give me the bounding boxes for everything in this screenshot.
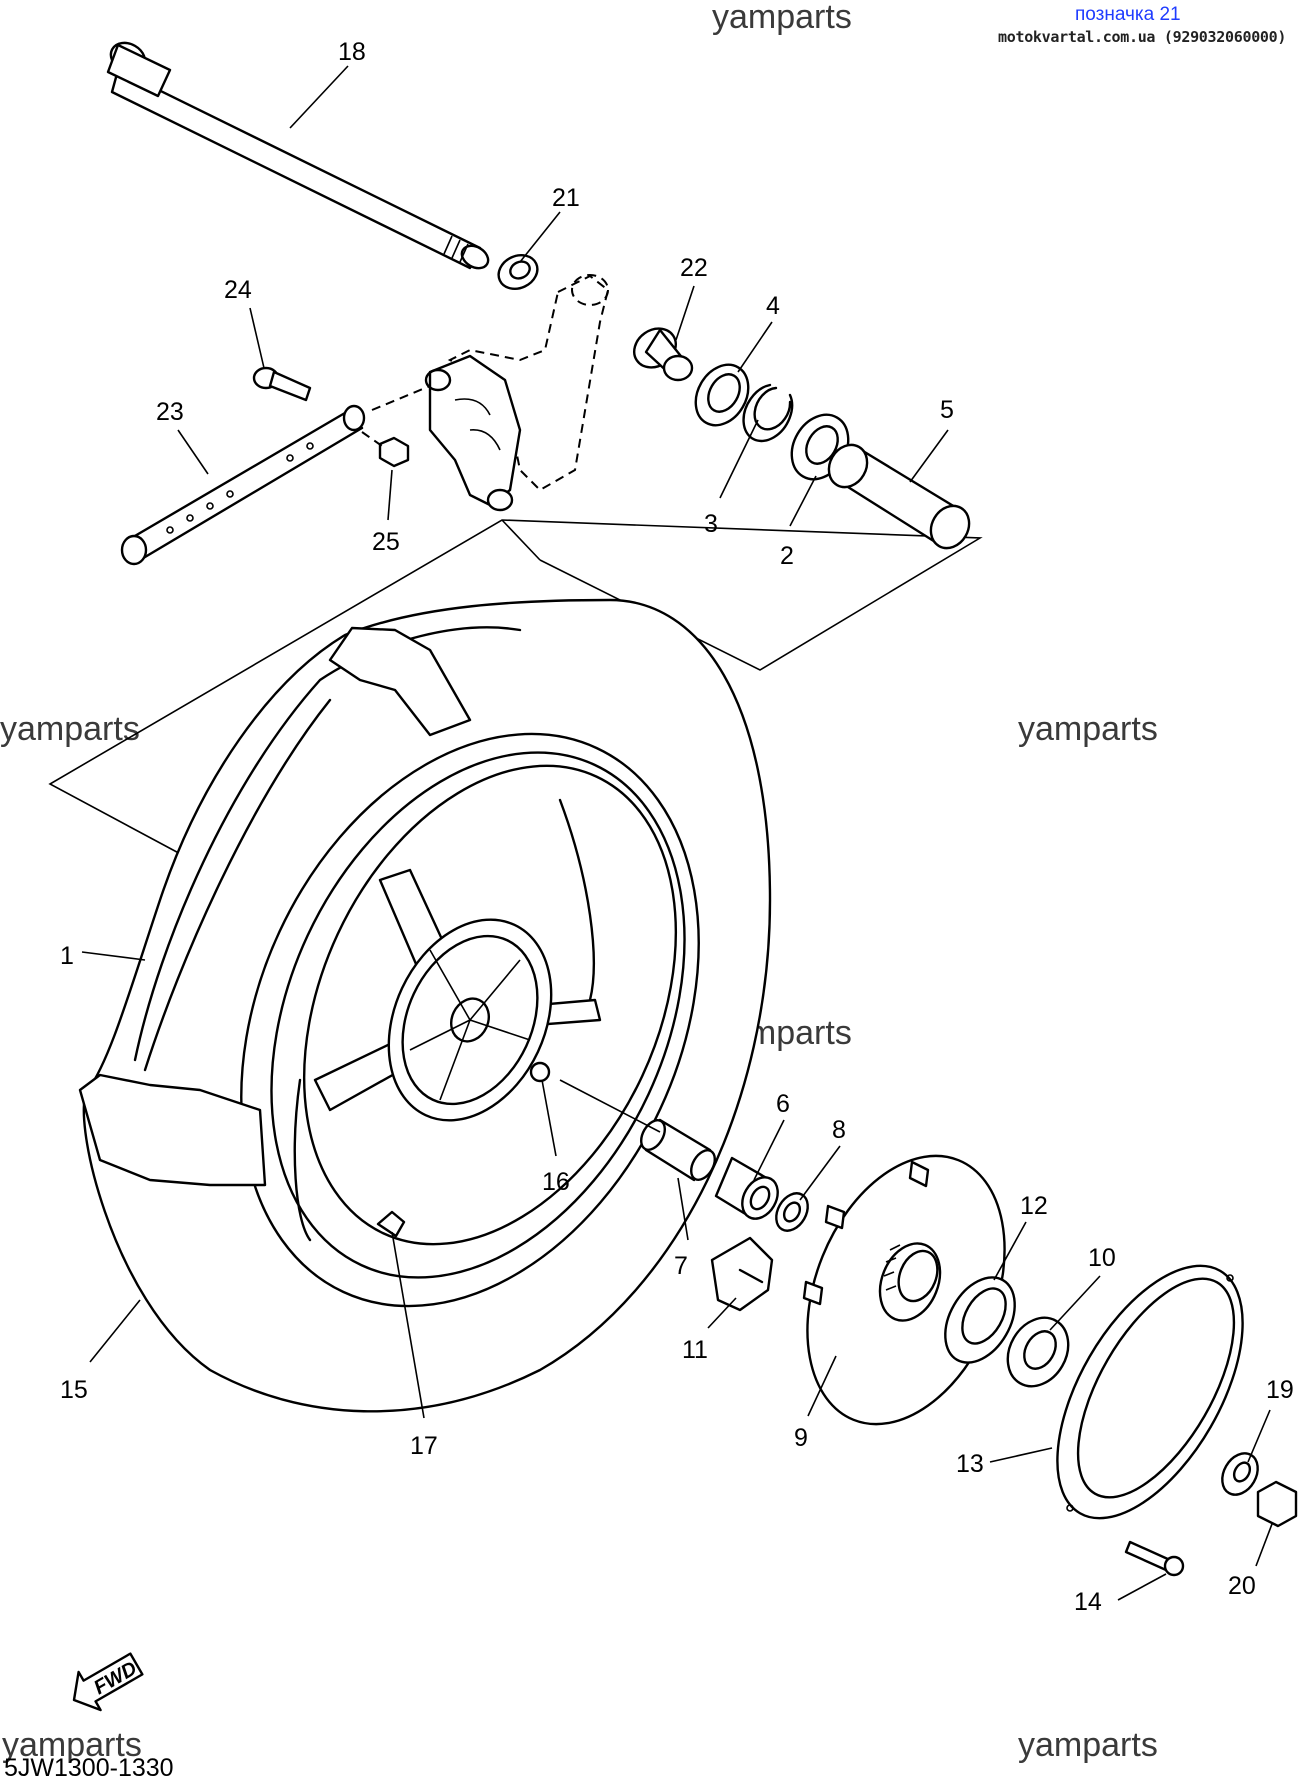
callout-19: 19	[1266, 1376, 1294, 1404]
callout-17: 17	[410, 1432, 438, 1460]
site-credit: motokvartal.com.ua (929032060000)	[998, 28, 1287, 46]
callout-9: 9	[794, 1424, 808, 1452]
callout-7: 7	[674, 1252, 688, 1280]
callout-10: 10	[1088, 1244, 1116, 1272]
oil-seal-rear	[944, 1276, 1016, 1364]
watermark: yamparts	[712, 0, 852, 36]
callout-2: 2	[780, 542, 794, 570]
callout-13: 13	[956, 1450, 984, 1478]
callout-12: 12	[1020, 1192, 1048, 1220]
callout-4: 4	[766, 292, 780, 320]
callout-3: 3	[704, 510, 718, 538]
watermark: yamparts	[1018, 710, 1158, 748]
screw	[1124, 1540, 1185, 1577]
callout-22: 22	[680, 254, 708, 282]
axle-centerline	[559, 1079, 661, 1133]
damper	[710, 1236, 774, 1312]
axle-shaft	[106, 41, 490, 270]
axle-nut	[1256, 1480, 1298, 1528]
callout-20: 20	[1228, 1572, 1256, 1600]
caliper-bracket	[424, 274, 610, 512]
flanged-collar	[633, 327, 694, 382]
watermark: yamparts	[0, 710, 140, 748]
circlip	[742, 383, 794, 443]
callout-6: 6	[776, 1090, 790, 1118]
callout-16: 16	[542, 1168, 570, 1196]
diagram-code: 5JW1300-1330	[4, 1754, 174, 1780]
callout-8: 8	[832, 1116, 846, 1144]
hub-collar	[640, 1118, 716, 1182]
cover-ring	[1056, 1264, 1244, 1520]
callout-24: 24	[224, 276, 252, 304]
callout-18: 18	[338, 38, 366, 66]
spacer-tube	[827, 443, 971, 550]
watermark: yamparts	[1018, 1726, 1158, 1764]
callout-15: 15	[60, 1376, 88, 1404]
group-frame-edge	[501, 519, 541, 561]
hub-bearing	[714, 1156, 779, 1220]
page-badge: позначка 21	[1075, 4, 1181, 25]
nut	[378, 436, 410, 468]
centerline	[361, 431, 383, 447]
centerline	[371, 385, 431, 411]
torque-rod	[120, 404, 366, 566]
wheel-assembly	[78, 598, 772, 1413]
callout-23: 23	[156, 398, 184, 426]
washer	[775, 1192, 809, 1232]
callout-11: 11	[682, 1336, 708, 1364]
callout-21: 21	[552, 184, 580, 212]
callout-5: 5	[940, 396, 954, 424]
oil-seal	[694, 363, 750, 427]
callout-14: 14	[1074, 1588, 1102, 1616]
leader-lines	[81, 65, 1273, 1601]
callout-1: 1	[60, 942, 74, 970]
bolt	[252, 366, 312, 402]
callout-25: 25	[372, 528, 400, 556]
group-frame	[48, 519, 983, 859]
axle-collar	[497, 254, 539, 290]
fwd-arrow-icon: FWD	[72, 1652, 144, 1712]
watermark: yamparts	[2, 1726, 142, 1764]
carrier-bearing	[1006, 1316, 1070, 1388]
